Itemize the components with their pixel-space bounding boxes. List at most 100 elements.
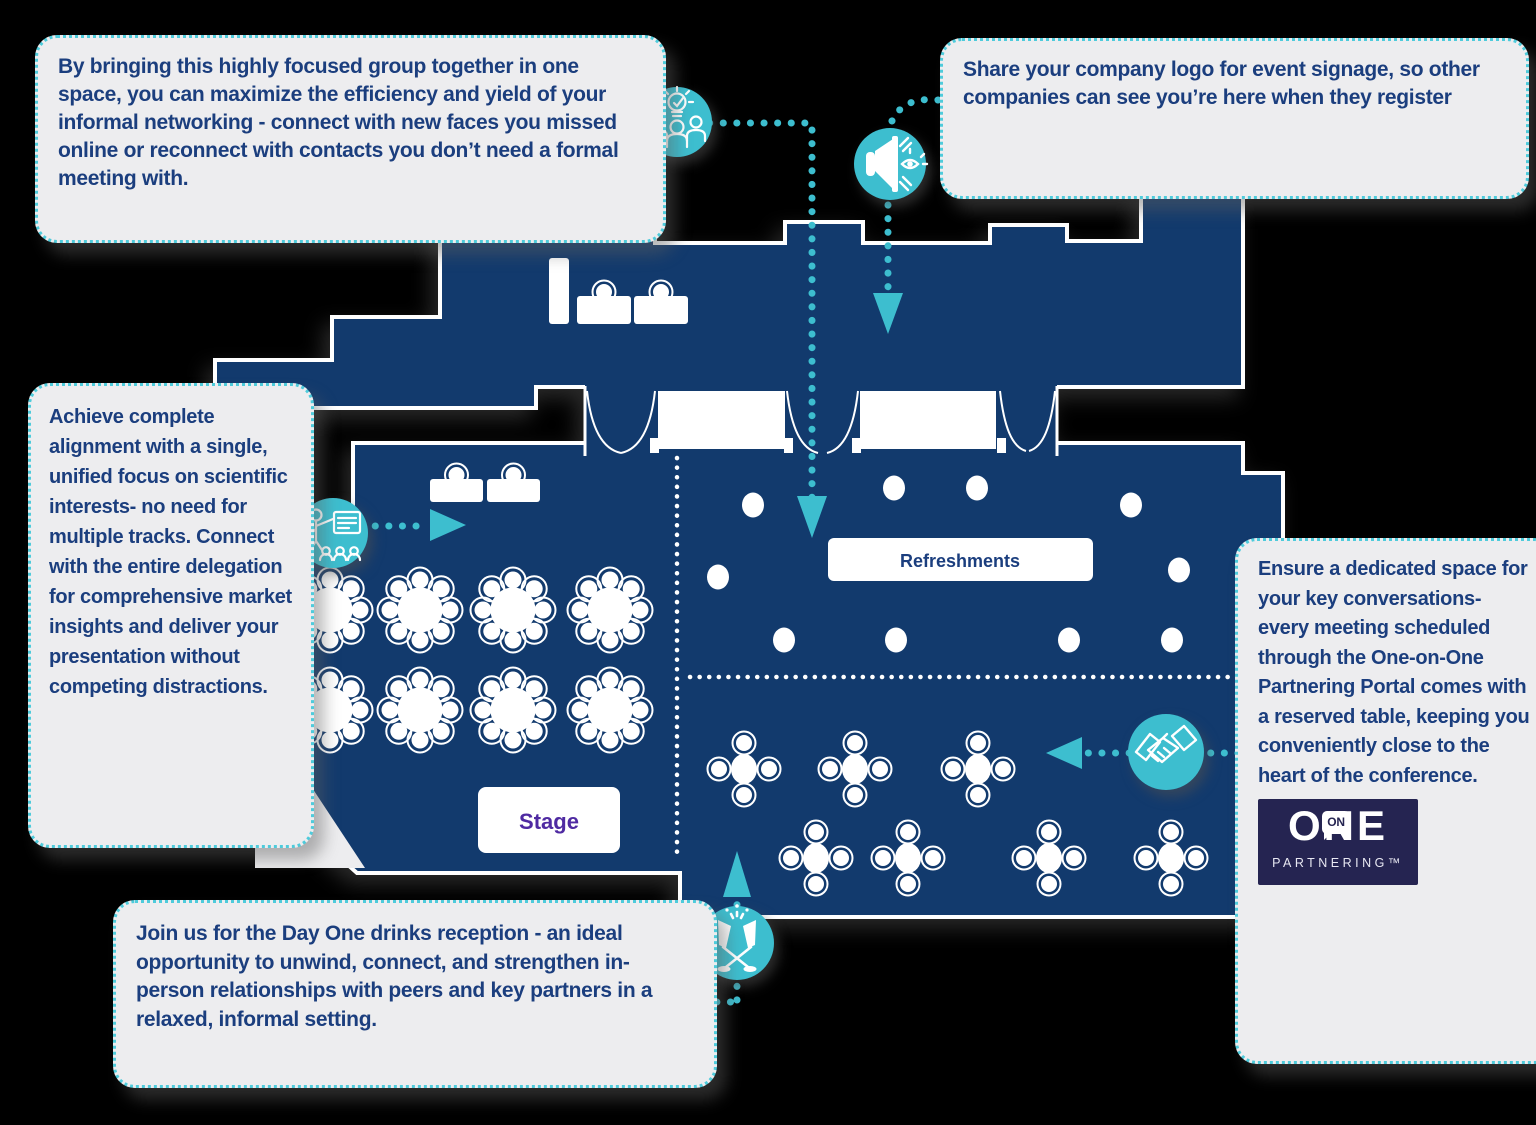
chair-ring bbox=[520, 675, 548, 703]
chair bbox=[872, 761, 888, 777]
chair bbox=[381, 701, 399, 719]
chair bbox=[1163, 824, 1179, 840]
chair bbox=[411, 671, 429, 689]
chair bbox=[736, 735, 752, 751]
logo-subtitle: PARTNERING™ bbox=[1272, 849, 1404, 879]
chair-ring bbox=[920, 845, 946, 871]
chair bbox=[342, 722, 360, 740]
chair bbox=[534, 601, 552, 619]
cocktail-table bbox=[1058, 627, 1080, 653]
chair bbox=[580, 622, 598, 640]
chair bbox=[411, 731, 429, 749]
chair bbox=[1041, 824, 1057, 840]
desk bbox=[577, 296, 631, 324]
chair bbox=[390, 622, 408, 640]
chair-ring bbox=[1133, 845, 1159, 871]
champagne-icon bbox=[700, 904, 774, 980]
cocktail-table bbox=[1161, 627, 1183, 653]
chair-ring bbox=[337, 675, 365, 703]
round-table bbox=[469, 566, 557, 654]
table-top bbox=[587, 587, 633, 633]
plus-table bbox=[1011, 819, 1087, 897]
cocktail-table bbox=[773, 627, 795, 653]
door-panel bbox=[658, 391, 785, 449]
arrowhead-right-presentation bbox=[430, 509, 466, 541]
chair-ring bbox=[427, 675, 455, 703]
chair bbox=[504, 731, 522, 749]
plus-table bbox=[706, 730, 782, 808]
chair bbox=[622, 622, 640, 640]
logo-on-badge: ON bbox=[1322, 811, 1350, 840]
chair bbox=[441, 701, 459, 719]
chair bbox=[875, 850, 891, 866]
callout-informal-networking: By bringing this highly focused group to… bbox=[35, 35, 666, 243]
cocktail-table bbox=[885, 627, 907, 653]
chair bbox=[534, 701, 552, 719]
plus-table bbox=[870, 819, 946, 897]
chair bbox=[631, 601, 649, 619]
round-table bbox=[376, 566, 464, 654]
one-on-one-partnering-logo: ONE ON PARTNERING™ bbox=[1258, 799, 1418, 885]
chair bbox=[432, 680, 450, 698]
chair bbox=[504, 571, 522, 589]
chair bbox=[601, 571, 619, 589]
door-frame bbox=[852, 438, 861, 453]
chair bbox=[736, 787, 752, 803]
chair bbox=[995, 761, 1011, 777]
table-top bbox=[895, 843, 921, 873]
desk bbox=[487, 479, 540, 502]
table-top bbox=[965, 754, 991, 784]
chair bbox=[1188, 850, 1204, 866]
chair bbox=[571, 601, 589, 619]
chair bbox=[390, 722, 408, 740]
callout-event-signage: Share your company logo for event signag… bbox=[940, 38, 1529, 199]
logo-trademark: ™ bbox=[1387, 855, 1404, 870]
chair bbox=[580, 580, 598, 598]
plus-table bbox=[940, 730, 1016, 808]
chair-ring bbox=[867, 756, 893, 782]
chair bbox=[601, 671, 619, 689]
chair bbox=[483, 680, 501, 698]
table-top bbox=[397, 687, 443, 733]
table-top bbox=[803, 843, 829, 873]
table-top bbox=[1036, 843, 1062, 873]
chair bbox=[808, 824, 824, 840]
door-swing-arcs bbox=[586, 390, 1056, 454]
chair bbox=[441, 601, 459, 619]
cocktail-table bbox=[1120, 492, 1142, 518]
desk bbox=[634, 296, 688, 324]
chair bbox=[342, 580, 360, 598]
chair bbox=[525, 580, 543, 598]
callout-partnering-portal: Ensure a dedicated space for your key co… bbox=[1235, 538, 1536, 1064]
refreshments-label: Refreshments bbox=[828, 538, 1093, 581]
chair bbox=[390, 680, 408, 698]
door-frame bbox=[650, 438, 659, 453]
cocktail-tables bbox=[707, 475, 1190, 653]
chair bbox=[432, 722, 450, 740]
chair-ring bbox=[617, 575, 645, 603]
chair bbox=[900, 876, 916, 892]
chair bbox=[321, 671, 339, 689]
chair bbox=[822, 761, 838, 777]
chair bbox=[351, 601, 369, 619]
chair bbox=[601, 731, 619, 749]
chair bbox=[833, 850, 849, 866]
chair bbox=[580, 680, 598, 698]
chair-ring bbox=[337, 575, 365, 603]
chair bbox=[631, 701, 649, 719]
chair bbox=[381, 601, 399, 619]
chair bbox=[847, 735, 863, 751]
chair bbox=[1066, 850, 1082, 866]
arrowhead-up-reception bbox=[723, 851, 751, 897]
chair-ring bbox=[756, 756, 782, 782]
chair-ring bbox=[706, 756, 732, 782]
partnering-tables bbox=[706, 730, 1209, 897]
chair bbox=[900, 824, 916, 840]
callout-text: Achieve complete alignment with a single… bbox=[49, 406, 292, 698]
chair bbox=[321, 571, 339, 589]
desk bbox=[430, 479, 483, 502]
plus-table bbox=[817, 730, 893, 808]
round-table bbox=[566, 566, 654, 654]
chair bbox=[504, 631, 522, 649]
chair bbox=[432, 580, 450, 598]
